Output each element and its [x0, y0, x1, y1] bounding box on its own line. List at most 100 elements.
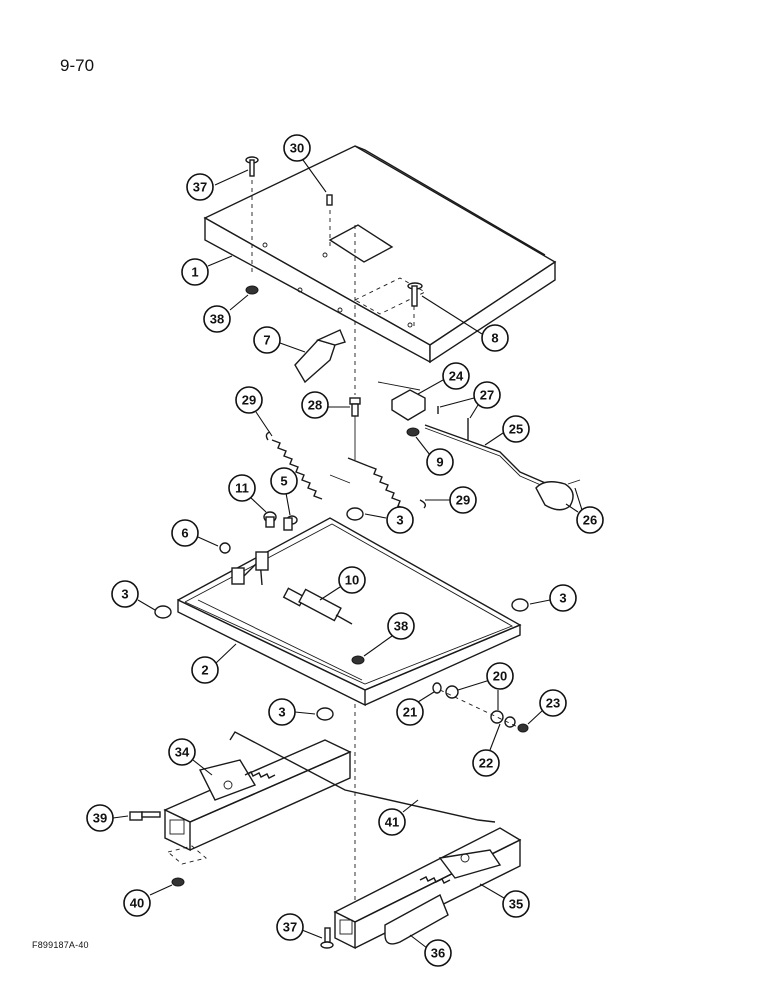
page-number: 9-70	[60, 56, 95, 75]
bolt-39	[129, 811, 161, 821]
callout-text: 3	[278, 705, 285, 720]
callout-text: 6	[181, 526, 188, 541]
callout-6: 6	[171, 519, 219, 547]
callout-2: 2	[191, 643, 237, 684]
callout-text: 8	[491, 331, 498, 346]
callout-30: 30	[283, 134, 327, 193]
callout-text: 38	[210, 312, 224, 327]
callout-29-bottom: 29	[425, 486, 477, 514]
callout-text: 29	[456, 493, 470, 508]
damper-10	[282, 587, 353, 625]
callout-5: 5	[270, 467, 298, 516]
callout-3-top: 3	[364, 506, 414, 534]
callout-3-right: 3	[529, 584, 577, 612]
callout-text: 1	[191, 265, 198, 280]
roller-3-right	[511, 598, 529, 612]
callout-text: 3	[396, 513, 403, 528]
callout-28: 28	[301, 391, 350, 419]
callout-text: 36	[431, 946, 445, 961]
callout-text: 28	[308, 398, 322, 413]
callout-11: 11	[228, 474, 267, 513]
callout-38-lower: 38	[363, 612, 415, 657]
callout-29-top: 29	[235, 386, 273, 437]
screw-37-top	[245, 156, 259, 275]
handle-36	[384, 894, 449, 945]
spring-29-right	[347, 457, 427, 518]
right-rail	[333, 827, 522, 950]
pin-11	[263, 511, 277, 528]
callout-10: 10	[319, 566, 366, 601]
bracket-24	[377, 381, 426, 421]
washer-6	[219, 542, 231, 554]
callout-40: 40	[123, 884, 173, 917]
callout-text: 38	[394, 619, 408, 634]
callout-text: 37	[283, 920, 297, 935]
callout-24: 24	[417, 362, 470, 395]
pin-5	[283, 515, 298, 531]
callout-20: 20	[457, 662, 514, 710]
screw-37-bottom	[320, 927, 334, 949]
callout-9: 9	[415, 436, 454, 476]
callout-36: 36	[409, 934, 452, 967]
nut-38-lower	[351, 655, 365, 665]
washers-20-23	[432, 682, 529, 733]
callout-text: 40	[130, 896, 144, 911]
callout-text: 9	[436, 455, 443, 470]
callout-41: 41	[378, 799, 419, 836]
pins-27	[437, 406, 469, 440]
callout-text: 30	[290, 141, 304, 156]
callout-37-bottom: 37	[276, 913, 323, 941]
callout-3-bottom: 3	[268, 698, 316, 726]
callout-text: 37	[193, 180, 207, 195]
callout-38-top: 38	[203, 294, 249, 333]
callout-text: 5	[280, 474, 287, 489]
callout-text: 35	[509, 897, 523, 912]
callout-text: 21	[403, 705, 417, 720]
nut-9	[406, 427, 420, 437]
callout-text: 10	[345, 573, 359, 588]
callout-37-top: 37	[186, 169, 249, 201]
callout-text: 3	[121, 587, 128, 602]
callout-text: 34	[175, 745, 190, 760]
callout-text: 24	[449, 369, 464, 384]
callout-text: 25	[509, 422, 523, 437]
screw-8	[407, 282, 423, 330]
callout-22: 22	[472, 723, 501, 777]
left-rail	[163, 731, 496, 852]
callout-text: 22	[479, 756, 493, 771]
lever-25	[424, 424, 551, 490]
callout-text: 7	[263, 333, 270, 348]
callout-text: 39	[93, 811, 107, 826]
callout-35: 35	[479, 883, 530, 918]
bolt-28	[349, 225, 361, 460]
callout-text: 23	[546, 696, 560, 711]
roller-3-bottom	[316, 707, 334, 721]
callout-text: 41	[385, 815, 399, 830]
callout-7: 7	[253, 326, 306, 354]
callout-text: 3	[559, 591, 566, 606]
seat-frame	[177, 517, 522, 707]
callout-text: 27	[480, 388, 494, 403]
callout-8: 8	[421, 295, 509, 352]
callout-text: 2	[201, 663, 208, 678]
callout-text: 26	[583, 513, 597, 528]
callout-text: 20	[493, 669, 507, 684]
callout-34: 34	[168, 738, 213, 776]
callout-text: 29	[242, 393, 256, 408]
nut-38-top	[245, 285, 259, 295]
knob-26	[535, 479, 581, 511]
roller-3-top	[346, 507, 364, 521]
callout-27: 27	[439, 381, 501, 419]
callout-text: 11	[235, 481, 249, 496]
seat-pan	[203, 145, 557, 364]
callout-3-left: 3	[111, 580, 156, 611]
figure-code: F899187A-40	[32, 940, 89, 950]
callout-26: 26	[565, 487, 604, 534]
pin-30	[326, 194, 333, 250]
callout-25: 25	[484, 415, 530, 446]
callout-39: 39	[86, 804, 129, 832]
bracket-7	[294, 329, 346, 384]
callout-21: 21	[396, 691, 435, 726]
nut-40	[167, 845, 207, 887]
